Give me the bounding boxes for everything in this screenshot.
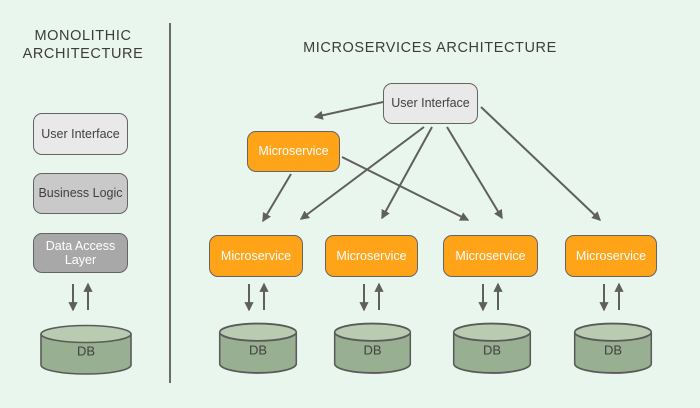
node-label: Microservice	[336, 248, 407, 263]
node-label: Data Access Layer	[45, 238, 116, 267]
microservice-box-4: Microservice	[565, 235, 657, 277]
microservice-box-1: Microservice	[209, 235, 303, 277]
db-label: DB	[76, 343, 96, 359]
microservice-db-cylinder-4: DB	[573, 322, 653, 375]
ui-to-ms2-arrow	[381, 126, 433, 220]
db-label: DB	[248, 342, 268, 358]
gateway-to-ms1-arrow	[262, 173, 292, 223]
microservices-title: MICROSERVICES ARCHITECTURE	[303, 40, 557, 56]
ui-to-ms3-arrow	[446, 126, 503, 220]
node-label: Microservice	[220, 248, 292, 263]
monolithic-title: MONOLITHIC ARCHITECTURE	[22, 28, 144, 62]
microservice-box-2: Microservice	[325, 235, 418, 277]
mono-data-access-layer-box: Data Access Layer	[33, 233, 128, 273]
mono-db-cylinder: DB	[39, 324, 133, 376]
db-label: DB	[482, 342, 502, 358]
microservice-db-cylinder-2: DB	[333, 322, 412, 375]
ui-to-gateway-arrow	[313, 101, 384, 120]
db-label: DB	[363, 342, 382, 358]
node-label: Microservice	[455, 248, 526, 263]
microservice-db-cylinder-3: DB	[452, 322, 532, 375]
mono-business-logic-box: Business Logic	[33, 173, 128, 214]
micro-user-interface-box: User Interface	[383, 83, 478, 124]
ui-to-ms4-arrow	[480, 106, 602, 221]
gateway-to-ms3-arrow	[341, 156, 470, 221]
node-label: User Interface	[391, 96, 470, 111]
microservice-db-cylinder-1: DB	[218, 322, 298, 375]
node-label: Microservice	[575, 248, 647, 263]
mono-user-interface-box: User Interface	[33, 113, 128, 155]
node-label: Microservice	[258, 144, 329, 159]
db-cylinder-shape	[573, 322, 653, 374]
db-cylinder-shape	[40, 324, 132, 375]
db-label: DB	[603, 342, 623, 358]
db-cylinder-shape	[333, 322, 412, 374]
node-label: Business Logic	[38, 186, 123, 201]
db-cylinder-shape	[218, 322, 298, 374]
microservice-box-3: Microservice	[443, 235, 538, 277]
db-cylinder-shape	[452, 322, 532, 374]
gateway-microservice-box: Microservice	[247, 131, 340, 172]
ui-to-ms1-arrow	[299, 126, 425, 220]
node-label: User Interface	[41, 126, 120, 141]
panel-divider	[169, 23, 171, 383]
